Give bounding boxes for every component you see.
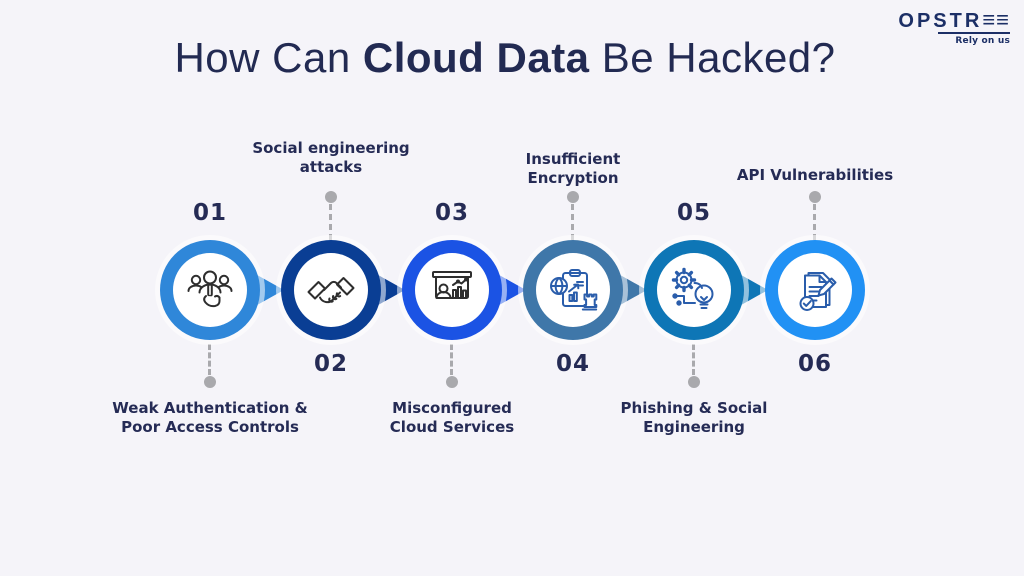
connector-dot xyxy=(325,191,337,203)
step-label: Phishing & Social Engineering xyxy=(620,399,768,436)
wordmark-ee-bars: ≡≡ xyxy=(982,7,1010,32)
title-highlight: Cloud Data xyxy=(362,34,590,81)
step-label: Social engineering attacks xyxy=(252,139,410,176)
connector-dot xyxy=(204,376,216,388)
step-circle xyxy=(523,240,623,340)
connector-line xyxy=(692,344,695,375)
connector-line xyxy=(813,204,816,240)
globe-clipboard-strategy-icon xyxy=(546,263,600,317)
step-number: 01 xyxy=(192,200,228,226)
step-label: Insufficient Encryption xyxy=(525,150,621,187)
step-label: Weak Authentication & Poor Access Contro… xyxy=(112,399,308,436)
wordmark-text: OPSTR xyxy=(898,10,983,32)
presentation-chart-icon xyxy=(425,263,479,317)
connector-dot xyxy=(688,376,700,388)
connector-line xyxy=(571,204,574,240)
step-number: 06 xyxy=(797,351,833,377)
step-circle xyxy=(160,240,260,340)
step-number: 04 xyxy=(555,351,591,377)
step-circle xyxy=(644,240,744,340)
step-label: Misconfigured Cloud Services xyxy=(389,399,515,436)
logo-tagline: Rely on us xyxy=(955,36,1010,46)
step-circle xyxy=(402,240,502,340)
connector-line xyxy=(450,344,453,375)
title-prefix: How Can xyxy=(174,34,363,81)
gear-lightbulb-icon xyxy=(667,263,721,317)
connector-dot xyxy=(809,191,821,203)
connector-dot xyxy=(446,376,458,388)
users-authentication-icon xyxy=(183,263,237,317)
handshake-icon xyxy=(304,263,358,317)
step-number: 03 xyxy=(434,200,470,226)
connector-dot xyxy=(567,191,579,203)
step-number: 02 xyxy=(313,351,349,377)
page-title: How Can Cloud Data Be Hacked? xyxy=(0,34,1010,82)
opstree-wordmark: OPSTR≡≡ xyxy=(898,7,1010,33)
step-number: 05 xyxy=(676,200,712,226)
document-check-icon xyxy=(788,263,842,317)
connector-line xyxy=(329,204,332,240)
step-circle xyxy=(281,240,381,340)
step-circle xyxy=(765,240,865,340)
opstree-logo: OPSTR≡≡ Rely on us xyxy=(898,9,1010,46)
step-label: API Vulnerabilities xyxy=(736,166,894,184)
connector-line xyxy=(208,344,211,375)
logo-underline xyxy=(938,32,1010,34)
title-suffix: Be Hacked? xyxy=(589,34,836,81)
